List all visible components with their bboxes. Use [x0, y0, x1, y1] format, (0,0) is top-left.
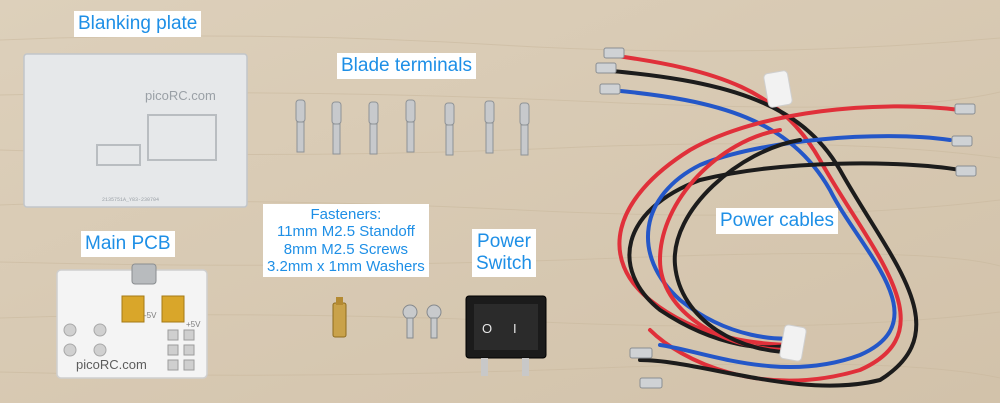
switch-off-mark: O [482, 321, 492, 336]
blade-terminal [331, 101, 342, 155]
plate-part-code-text: 2135751A_Y83-230704 [102, 197, 159, 203]
fasteners-line-screws: 8mm M2.5 Screws [283, 240, 408, 258]
label-fasteners: Fasteners: 11mm M2.5 Standoff 8mm M2.5 S… [263, 204, 429, 277]
main-pcb: -5V +5V picoRC.com [56, 263, 208, 379]
cable-terminals [595, 47, 977, 389]
blade-terminal [295, 99, 306, 153]
fasteners-line-standoff: 11mm M2.5 Standoff [276, 223, 415, 241]
pcb-brand-text: picoRC.com [76, 357, 147, 372]
brass-standoff [332, 297, 347, 338]
switch-on-mark: I [513, 321, 517, 336]
power-switch-line-2: Switch [476, 252, 532, 274]
blade-terminal [519, 102, 530, 156]
label-blade-terminals: Blade terminals [337, 53, 476, 79]
screw [402, 304, 418, 339]
blade-terminals [295, 99, 530, 156]
pcb-pad-label-minus: -5V [144, 311, 157, 320]
label-blanking-plate: Blanking plate [74, 11, 202, 37]
blade-terminal [405, 99, 416, 153]
wire-blue [645, 134, 952, 341]
plate-brand-text: picoRC.com [145, 88, 216, 103]
label-power-switch: Power Switch [472, 229, 536, 277]
fasteners-line-washers: 3.2mm x 1mm Washers [267, 257, 425, 275]
power-switch: O I [465, 295, 547, 376]
power-switch-line-1: Power [477, 231, 531, 252]
blade-terminal [368, 101, 379, 155]
blanking-plate: picoRC.com 2135751A_Y83-230704 [23, 53, 248, 208]
wire-blue [608, 88, 897, 369]
screw [426, 304, 442, 339]
pcb-pad-label-plus: +5V [186, 320, 201, 329]
cable-ties [763, 70, 807, 362]
label-power-cables: Power cables [716, 208, 839, 234]
blade-terminal [444, 102, 455, 156]
wire-black [598, 68, 919, 388]
screws [402, 304, 442, 339]
power-cables [598, 53, 962, 388]
fasteners-title: Fasteners: [310, 206, 382, 223]
wire-black [627, 161, 962, 350]
label-main-pcb: Main PCB [81, 231, 175, 257]
wire-black [672, 138, 802, 355]
blade-terminal [484, 100, 495, 154]
